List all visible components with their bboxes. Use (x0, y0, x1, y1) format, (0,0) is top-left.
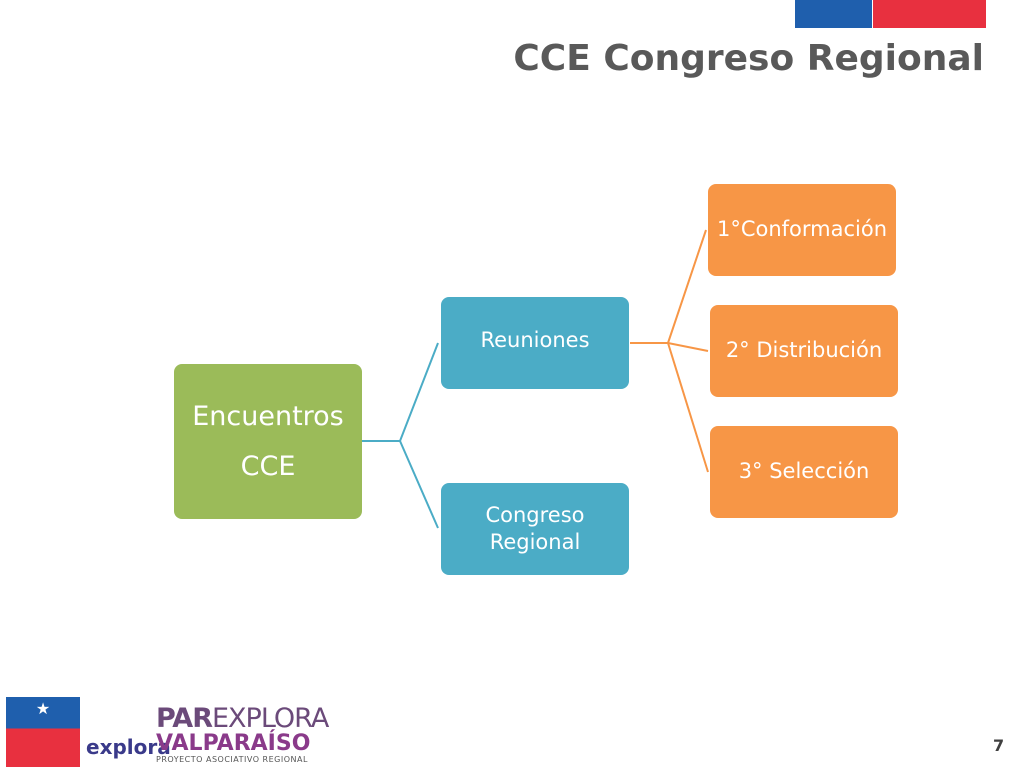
connector-reuniones-conformacion (630, 229, 707, 344)
flag-red-bar (873, 0, 986, 28)
proyecto-asociativo-text: PROYECTO ASOCIATIVO REGIONAL (156, 755, 308, 764)
node-encuentros-line1: Encuentros (192, 400, 344, 432)
node-congreso-line1: Congreso (485, 502, 585, 527)
node-conformacion: 1°Conformación (708, 184, 896, 276)
node-conformacion-label: 1°Conformación (716, 217, 888, 242)
footer-logos: ★ explora PAREXPLORA VALPARAÍSO PROYECTO… (6, 697, 336, 767)
explora-logo: explora (86, 735, 171, 759)
parexplora-logo: PAREXPLORA (156, 703, 329, 734)
connector-root-congreso (362, 440, 439, 529)
node-encuentros-cce: Encuentros CCE (174, 364, 362, 519)
parexplora-logo-bold: PAR (156, 703, 213, 734)
node-encuentros-line2: CCE (240, 450, 296, 482)
node-distribucion: 2° Distribución (710, 305, 898, 397)
parexplora-logo-rest: EXPLORA (212, 703, 329, 734)
node-seleccion: 3° Selección (710, 426, 898, 518)
node-congreso-line2: Regional (489, 530, 581, 554)
node-reuniones: Reuniones (441, 297, 629, 389)
slide-title: CCE Congreso Regional (513, 38, 984, 79)
node-reuniones-label: Reuniones (480, 328, 590, 352)
government-logo: ★ (6, 697, 80, 767)
star-icon: ★ (35, 699, 51, 718)
connector-reuniones-seleccion (630, 342, 709, 473)
valparaiso-logo: VALPARAÍSO (156, 731, 311, 756)
page-number: 7 (993, 736, 1005, 755)
node-distribucion-label: 2° Distribución (725, 338, 883, 363)
flag-blue-bar (795, 0, 872, 28)
node-congreso-regional: Congreso Regional (441, 483, 629, 575)
node-seleccion-label: 3° Selección (738, 459, 870, 484)
connector-root-reuniones (362, 342, 439, 442)
